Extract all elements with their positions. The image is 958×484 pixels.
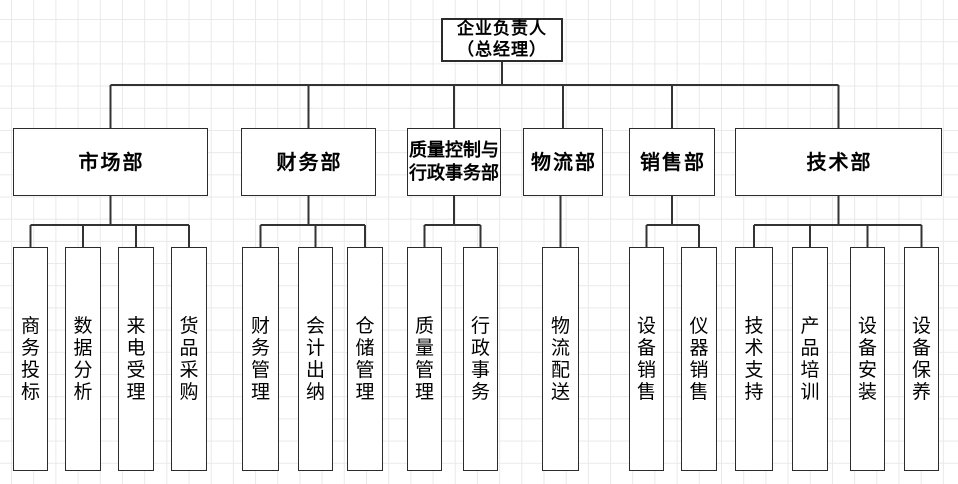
org-node-label: 质量管理: [414, 315, 434, 403]
org-node-label: 商务投标: [20, 315, 40, 403]
org-node-label: 来电受理: [126, 315, 146, 403]
org-node-label: 财务部: [276, 150, 343, 174]
org-node-label: 设备销售: [636, 315, 656, 403]
org-node-leaf[interactable]: 行政事务: [463, 247, 498, 471]
org-node-leaf[interactable]: 仓储管理: [347, 247, 383, 471]
org-node-label: 货品采购: [179, 315, 199, 403]
org-node-label: 仓储管理: [355, 315, 375, 403]
org-node-leaf[interactable]: 来电受理: [118, 247, 154, 471]
org-node-root[interactable]: 企业负责人（总经理）: [441, 18, 563, 62]
org-node-leaf[interactable]: 物流配送: [542, 247, 579, 471]
org-node-label: 数据分析: [73, 315, 93, 403]
org-node-leaf[interactable]: 设备安装: [850, 247, 885, 471]
org-node-dept[interactable]: 市场部: [13, 128, 208, 196]
org-node-label: 销售部: [640, 150, 706, 174]
org-node-leaf[interactable]: 货品采购: [171, 247, 207, 471]
org-node-label: 产品培训: [800, 315, 820, 403]
org-node-leaf[interactable]: 技术支持: [735, 247, 773, 471]
org-node-label: 行政事务部: [409, 163, 499, 184]
org-node-dept[interactable]: 技术部: [735, 128, 942, 196]
org-node-dept[interactable]: 物流部: [523, 128, 603, 196]
org-node-leaf[interactable]: 数据分析: [65, 247, 101, 471]
org-node-leaf[interactable]: 产品培训: [792, 247, 828, 471]
org-node-label: 财务管理: [250, 315, 270, 403]
org-node-label: 仪器销售: [689, 315, 709, 403]
org-node-label: 会计出纳: [305, 315, 325, 403]
org-node-label: 设备安装: [857, 315, 877, 403]
org-node-dept[interactable]: 财务部: [241, 128, 376, 196]
org-node-leaf[interactable]: 设备保养: [904, 247, 939, 471]
org-node-leaf[interactable]: 质量管理: [407, 247, 442, 471]
org-node-leaf[interactable]: 会计出纳: [298, 247, 333, 471]
org-node-label: （总经理）: [457, 40, 547, 60]
org-node-label: 行政事务: [470, 315, 490, 403]
org-node-leaf[interactable]: 财务管理: [242, 247, 279, 471]
org-node-label: 技术部: [806, 150, 873, 174]
org-node-leaf[interactable]: 设备销售: [629, 247, 664, 471]
org-node-leaf[interactable]: 仪器销售: [681, 247, 717, 471]
org-node-dept[interactable]: 销售部: [629, 128, 715, 196]
org-node-dept[interactable]: 质量控制与行政事务部: [407, 128, 501, 196]
org-node-label: 质量控制与: [409, 140, 499, 161]
org-node-label: 设备保养: [911, 315, 931, 403]
org-node-label: 物流部: [531, 150, 597, 174]
org-node-leaf[interactable]: 商务投标: [13, 247, 48, 471]
org-node-label: 市场部: [78, 150, 145, 174]
org-node-label: 企业负责人: [457, 19, 547, 39]
org-node-label: 技术支持: [744, 315, 764, 403]
org-node-label: 物流配送: [550, 315, 570, 403]
